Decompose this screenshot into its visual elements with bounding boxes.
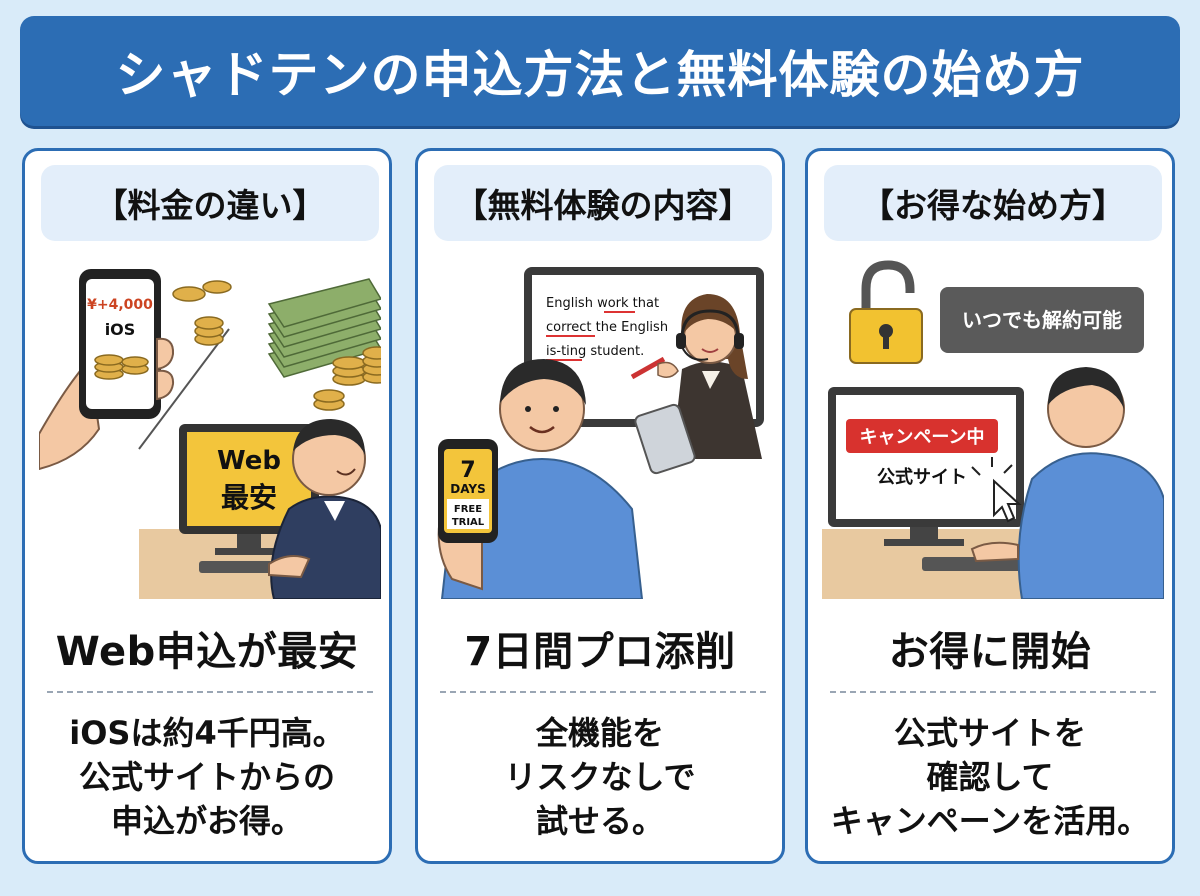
pricing-illustration: ¥+4,000 iOS (39, 259, 381, 599)
body-line: 申込がお得。 (110, 802, 303, 840)
cursor-icon (971, 457, 1022, 523)
phone-icon: ¥+4,000 iOS (79, 269, 161, 419)
monitor-icon: キャンペーン中 公式サイト (828, 387, 1032, 571)
person-illustration (970, 367, 1164, 599)
page-title: シャドテンの申込方法と無料体験の始め方 (115, 46, 1085, 104)
svg-text:TRIAL: TRIAL (452, 517, 485, 528)
card-headline: 7日間プロ添削 (464, 629, 736, 675)
svg-text:iOS: iOS (105, 320, 136, 339)
svg-text:公式サイト: 公式サイト (877, 466, 967, 488)
svg-text:correct the English: correct the English (546, 320, 668, 335)
divider (830, 691, 1156, 693)
card-pricing: 【料金の違い】 ¥+4,000 iOS (22, 148, 392, 864)
body-line: 確認して (926, 758, 1054, 796)
svg-text:English work that: English work that (546, 296, 659, 311)
svg-text:DAYS: DAYS (450, 482, 485, 496)
card-free-trial: 【無料体験の内容】 English work that correct the … (415, 148, 785, 864)
coins-icon (172, 280, 232, 346)
divider (47, 691, 373, 693)
divider (440, 691, 766, 693)
card-body: 公式サイトを 確認して キャンペーンを活用。 (808, 711, 1172, 843)
card-headline: Web申込が最安 (55, 629, 359, 675)
card-header: 【無料体験の内容】 (434, 165, 772, 241)
body-line: キャンペーンを活用。 (830, 802, 1150, 840)
unlocked-padlock-icon (849, 260, 923, 364)
body-line: iOSは約4千円高。 (69, 714, 345, 752)
card-how-to-start: 【お得な始め方】 いつでも解約可能 キャンペーン中 (805, 148, 1175, 864)
body-line: 公式サイトからの (78, 758, 335, 796)
svg-text:is-ting student.: is-ting student. (546, 344, 644, 359)
trial-illustration: English work that correct the English is… (432, 259, 774, 599)
title-banner: シャドテンの申込方法と無料体験の始め方 (20, 16, 1180, 126)
card-body: 全機能を リスクなしで 試せる。 (418, 711, 782, 843)
phone-icon: 7 DAYS FREE TRIAL (437, 439, 498, 591)
svg-text:¥+4,000: ¥+4,000 (87, 297, 153, 313)
start-illustration: いつでも解約可能 キャンペーン中 公式サイト (822, 259, 1164, 599)
svg-text:最安: 最安 (221, 481, 277, 514)
body-line: 全機能を (535, 714, 664, 752)
body-line: リスクなしで (504, 758, 696, 796)
svg-text:キャンペーン中: キャンペーン中 (859, 426, 984, 448)
svg-text:いつでも解約可能: いつでも解約可能 (962, 308, 1122, 332)
teacher-illustration (630, 294, 762, 475)
person-illustration (268, 419, 381, 599)
svg-text:Web: Web (217, 446, 281, 476)
body-line: 公式サイトを (893, 714, 1086, 752)
card-headline: お得に開始 (888, 629, 1092, 675)
cash-icon (267, 278, 381, 411)
cancel-anytime-badge: いつでも解約可能 (940, 287, 1144, 353)
body-line: 試せる。 (535, 802, 664, 840)
card-body: iOSは約4千円高。 公式サイトからの 申込がお得。 (25, 711, 389, 843)
svg-text:FREE: FREE (454, 504, 482, 515)
card-header: 【お得な始め方】 (824, 165, 1162, 241)
card-header: 【料金の違い】 (41, 165, 379, 241)
svg-text:7: 7 (460, 458, 475, 483)
